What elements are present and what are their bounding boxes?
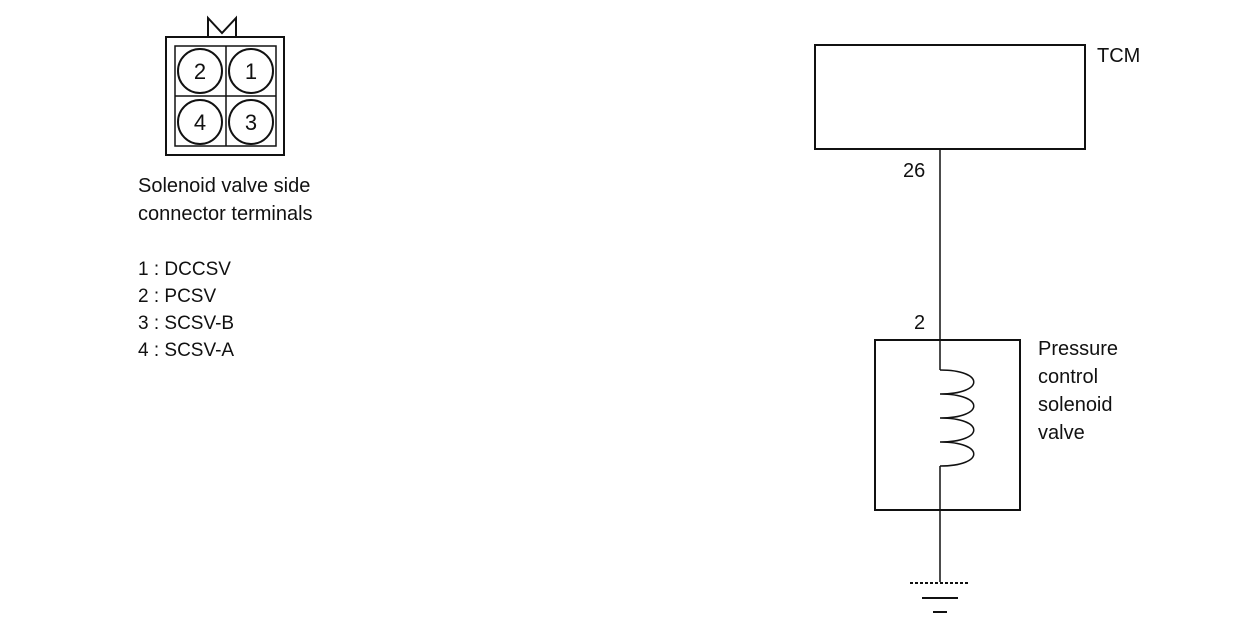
terminal-list: 1 : DCCSV 2 : PCSV 3 : SCSV-B 4 : SCSV-A — [138, 256, 234, 364]
pin-number: 1 — [245, 59, 257, 84]
pin-number: 2 — [194, 59, 206, 84]
solenoid-coil — [939, 369, 975, 467]
solenoid-pin-label: 2 — [914, 312, 925, 334]
connector-caption-line: connector terminals — [138, 203, 313, 225]
solenoid-label-line: Pressure — [1038, 338, 1118, 360]
tcm-box — [814, 44, 1086, 150]
tcm-pin-label: 26 — [903, 160, 925, 182]
connector-pin-1 — [228, 48, 274, 94]
terminal-list-item: 2 : PCSV — [138, 286, 217, 307]
solenoid-box — [874, 339, 1021, 511]
connector-outline — [165, 36, 285, 156]
terminal-list-item: 3 : SCSV-B — [138, 313, 235, 334]
pin-number: 3 — [245, 110, 257, 135]
connector-pin-3 — [228, 99, 274, 145]
connector-key-tab — [207, 15, 237, 36]
tcm-label: TCM — [1097, 45, 1140, 67]
terminal-list-item: 1 : DCCSV — [138, 259, 231, 280]
solenoid-label-line: solenoid — [1038, 394, 1113, 416]
connector-pin-4 — [177, 99, 223, 145]
connector-pin-2 — [177, 48, 223, 94]
connector-caption-line: Solenoid valve side — [138, 175, 311, 197]
pin-number: 4 — [194, 110, 206, 135]
connector-caption: Solenoid valve side connector terminals — [138, 172, 313, 228]
solenoid-label-line: valve — [1038, 422, 1085, 444]
solenoid-label-line: control — [1038, 366, 1098, 388]
terminal-list-item: 4 : SCSV-A — [138, 340, 235, 361]
